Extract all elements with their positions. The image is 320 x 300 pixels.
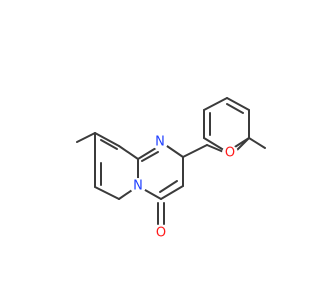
bonds: [76, 97, 266, 225]
bond: [141, 151, 159, 162]
bond: [182, 144, 208, 158]
bond: [100, 139, 118, 150]
bond: [248, 137, 266, 149]
bond: [137, 147, 157, 160]
bond: [118, 145, 139, 160]
bond: [94, 186, 120, 200]
nitrogen-atom-label: N: [133, 179, 143, 194]
oxygen-atom-label: O: [225, 146, 235, 161]
bond: [226, 103, 244, 114]
bond: [203, 97, 228, 111]
molecule-structure: N N O O: [76, 97, 266, 241]
bond: [76, 132, 96, 143]
bond: [163, 143, 184, 158]
nitrogen-atom-label: N: [155, 135, 165, 150]
bond: [159, 180, 178, 193]
bond: [226, 97, 250, 111]
bond: [94, 132, 120, 147]
atom-labels: N N O O: [130, 134, 238, 241]
bond: [160, 185, 184, 200]
oxygen-atom-label: O: [156, 226, 166, 241]
